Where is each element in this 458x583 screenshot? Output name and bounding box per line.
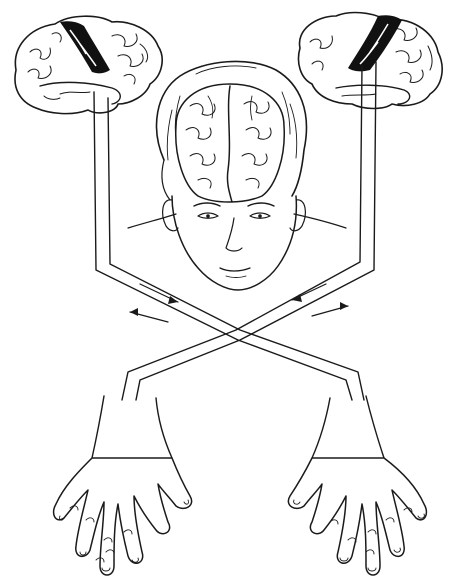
right-hand — [288, 396, 426, 575]
arrow-right-ascending — [312, 302, 348, 316]
arrow-right-descending — [292, 284, 326, 302]
right-brain — [299, 13, 443, 109]
head — [128, 61, 346, 290]
left-hand — [54, 396, 192, 575]
left-brain — [15, 16, 162, 113]
arrow-left-ascending — [130, 308, 168, 322]
